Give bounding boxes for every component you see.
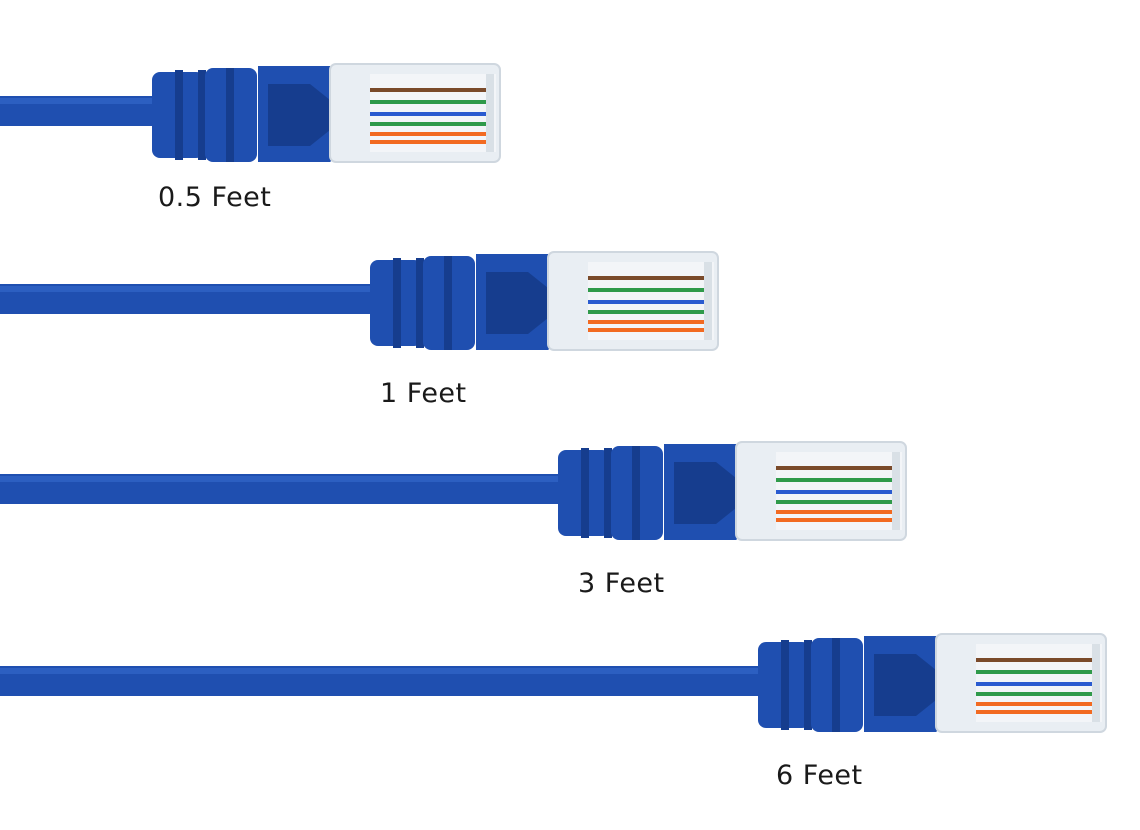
cable-item-3-feet: 3 Feet [0, 438, 1140, 638]
cable-length-label: 1 Feet [380, 378, 467, 409]
cable-graphic [0, 63, 501, 163]
cable-length-label: 3 Feet [578, 568, 665, 599]
cable-length-label: 0.5 Feet [158, 182, 272, 213]
rj45-connector-icon [0, 441, 907, 541]
cable-length-label: 6 Feet [776, 760, 863, 791]
cable-item-6-feet: 6 Feet [0, 630, 1140, 830]
rj45-connector-icon [0, 251, 719, 351]
rj45-connector-icon [0, 633, 1107, 733]
cable-graphic [0, 251, 719, 351]
cable-item-0-5-feet: 0.5 Feet [0, 60, 1140, 260]
cable-graphic [0, 633, 1107, 733]
cable-graphic [0, 441, 907, 541]
cable-item-1-feet: 1 Feet [0, 248, 1140, 448]
rj45-connector-icon [0, 63, 501, 163]
